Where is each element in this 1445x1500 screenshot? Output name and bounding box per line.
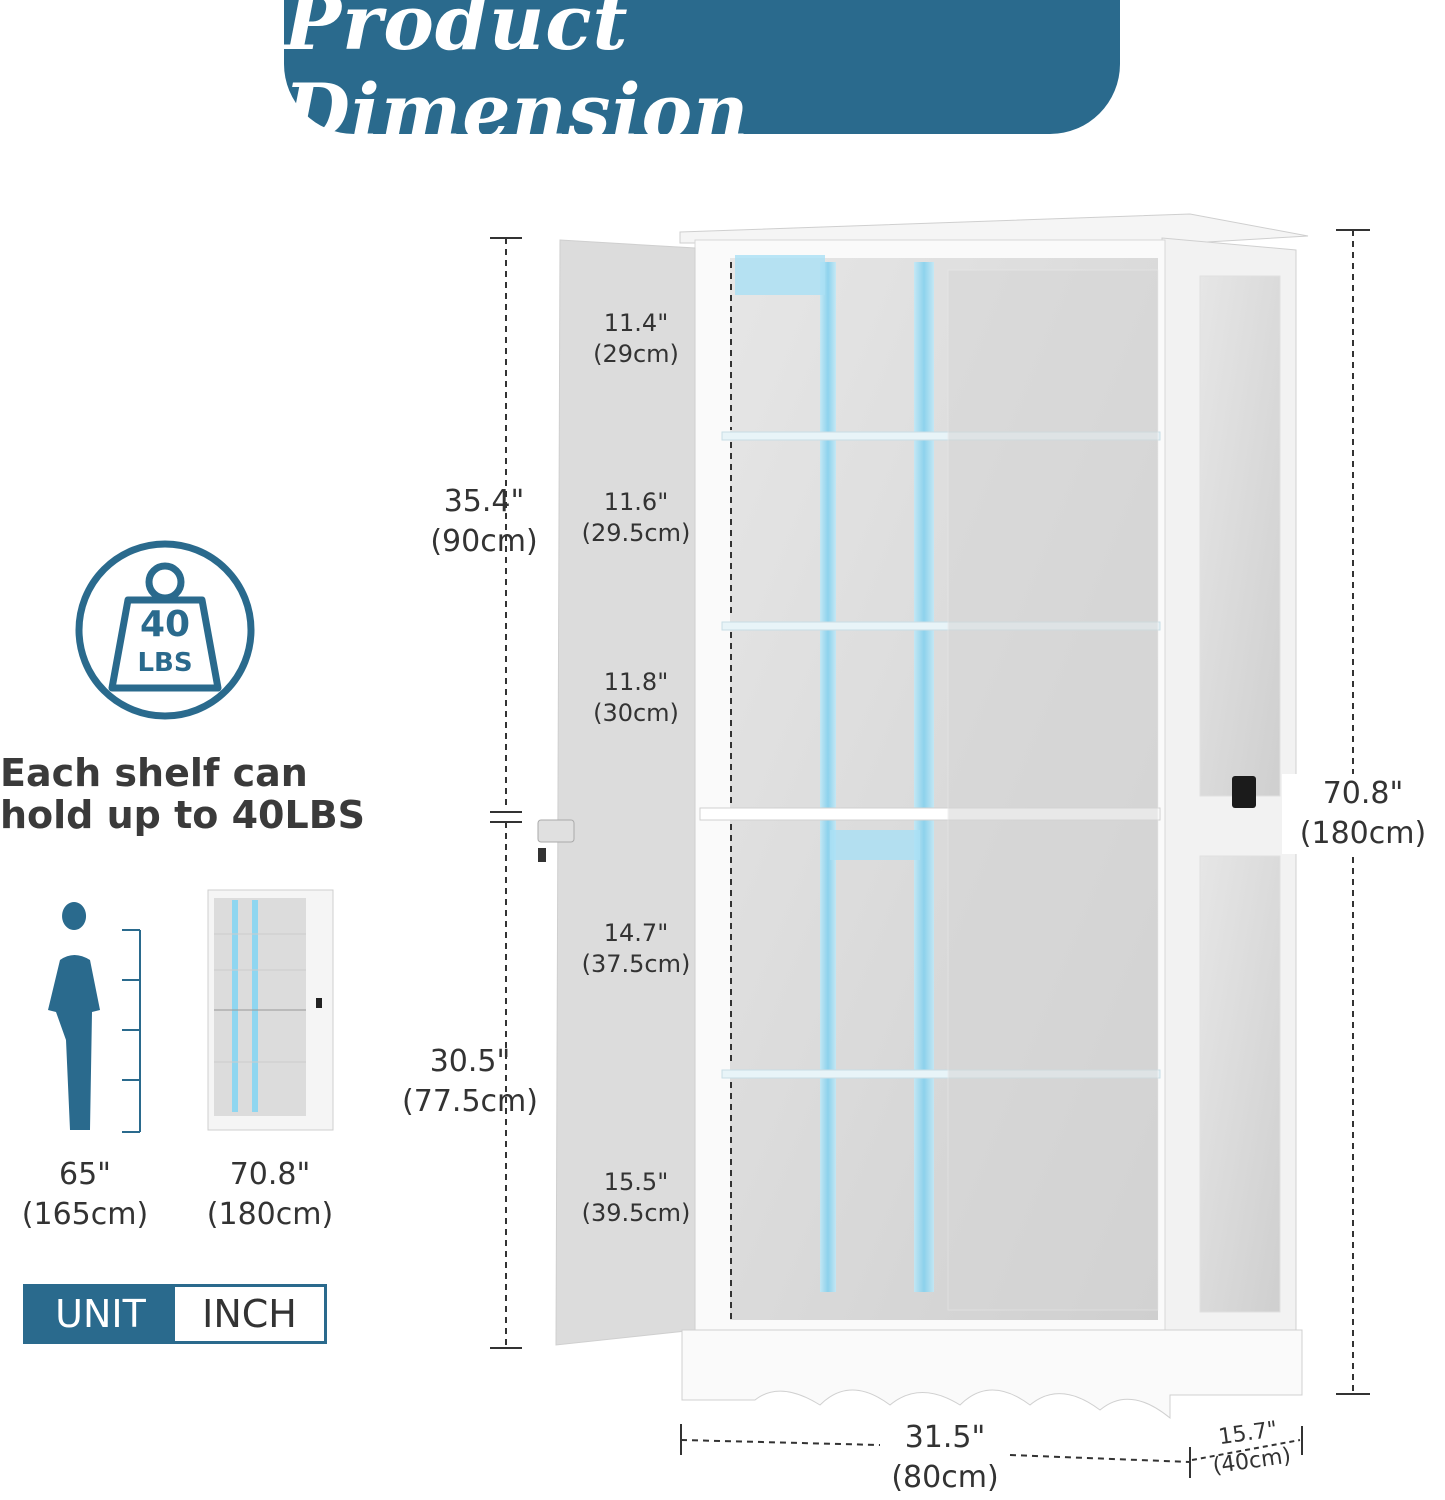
title-banner: Product Dimension	[284, 0, 1120, 156]
shelf-4	[721, 1069, 1161, 1079]
unit-label: UNIT	[26, 1287, 175, 1341]
cabinet-crown	[679, 213, 1309, 244]
shelf-height-2-cm: (29.5cm)	[581, 519, 691, 547]
shelf-height-1: 11.4" (29cm)	[566, 308, 706, 370]
side-glass-upper	[1199, 275, 1281, 797]
total-height-cm: (180cm)	[1299, 816, 1427, 851]
shelf-height-5-in: 15.5"	[603, 1168, 669, 1196]
front-door-glass	[947, 269, 1159, 1311]
person-silhouette	[48, 902, 100, 1130]
person-height-in: 65"	[59, 1157, 111, 1192]
cabinet-compare-cm: (180cm)	[206, 1197, 334, 1232]
shelf-height-4-in: 14.7"	[603, 919, 669, 947]
lock-icon	[537, 819, 575, 843]
unit-indicator: UNIT INCH	[23, 1284, 327, 1344]
shelf-height-2-in: 11.6"	[603, 488, 669, 516]
page-title: Product Dimension	[284, 0, 750, 156]
total-width-cm: (80cm)	[891, 1460, 999, 1495]
shelf-2	[721, 621, 1161, 631]
lower-door-height-cm: (77.5cm)	[402, 1084, 538, 1119]
lower-door-height-in: 30.5"	[429, 1044, 511, 1079]
weight-value: 40	[139, 604, 191, 645]
shelf-1	[721, 431, 1161, 441]
weight-icon	[108, 596, 222, 692]
unit-value: INCH	[202, 1292, 297, 1336]
cabinet-base	[681, 1329, 1303, 1420]
shelf-height-1-in: 11.4"	[603, 309, 669, 337]
led-strip-right	[914, 262, 934, 1292]
cabinet-compare-label: 70.8" (180cm)	[190, 1155, 350, 1235]
shelf-height-3: 11.8" (30cm)	[566, 667, 706, 729]
mini-cabinet	[207, 889, 334, 1131]
total-width: 31.5" (80cm)	[855, 1418, 1035, 1498]
upper-door-height-cm: (90cm)	[430, 524, 538, 559]
led-strip-left	[820, 262, 836, 1292]
shelf-capacity-line-1: Each shelf can	[0, 751, 308, 795]
person-height-cm: (165cm)	[21, 1197, 149, 1232]
total-height: 70.8" (180cm)	[1282, 774, 1444, 854]
upper-door-height-in: 35.4"	[443, 484, 525, 519]
shelf-capacity-text: Each shelf can hold up to 40LBS	[0, 752, 365, 836]
person-height-label: 65" (165cm)	[0, 1155, 170, 1235]
shelf-capacity-line-2: hold up to 40LBS	[0, 793, 366, 837]
lower-door-height: 30.5" (77.5cm)	[380, 1042, 560, 1122]
total-width-in: 31.5"	[904, 1420, 986, 1455]
shelf-height-4-cm: (37.5cm)	[581, 950, 691, 978]
upper-door-height: 35.4" (90cm)	[394, 482, 574, 562]
led-remote-panel	[1232, 776, 1256, 808]
shelf-height-1-cm: (29cm)	[593, 340, 679, 368]
shelf-height-5: 15.5" (39.5cm)	[566, 1167, 706, 1229]
cabinet-compare-in: 70.8"	[229, 1157, 311, 1192]
shelf-height-5-cm: (39.5cm)	[581, 1199, 691, 1227]
shelf-height-3-cm: (30cm)	[593, 699, 679, 727]
weight-badge-ring	[75, 540, 255, 720]
side-glass-lower	[1199, 855, 1281, 1313]
shelf-height-2: 11.6" (29.5cm)	[566, 487, 706, 549]
total-height-in: 70.8"	[1322, 776, 1404, 811]
shelf-height-4: 14.7" (37.5cm)	[566, 918, 706, 980]
weight-unit: LBS	[137, 648, 193, 678]
shelf-height-3-in: 11.8"	[603, 668, 669, 696]
